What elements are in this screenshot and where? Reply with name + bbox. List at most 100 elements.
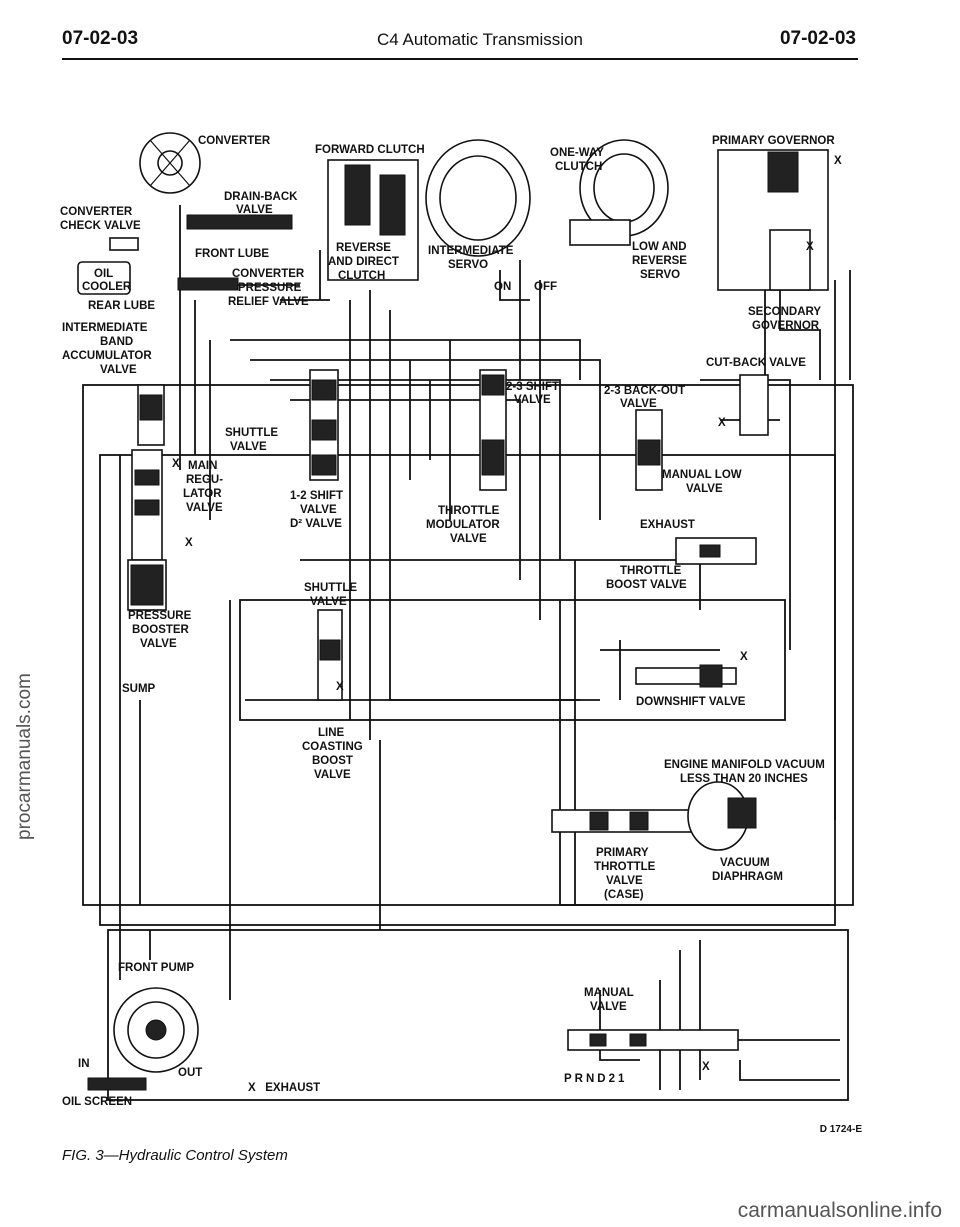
label-shift12-1: 1-2 SHIFT — [290, 490, 343, 502]
label-forward-clutch: FORWARD CLUTCH — [315, 144, 425, 156]
label-shuttle2-1: SHUTTLE — [304, 582, 357, 594]
manual-valve — [567, 1029, 739, 1051]
label-oil-screen: OIL SCREEN — [62, 1096, 132, 1108]
converter-pressure-relief-valve — [177, 277, 239, 291]
label-reverse-direct-1: REVERSE — [336, 242, 391, 254]
header-left-code: 07-02-03 — [62, 28, 139, 49]
header-right-code: 07-02-03 — [779, 28, 856, 49]
label-off: OFF — [534, 281, 557, 293]
converter — [139, 132, 201, 194]
label-sump: SUMP — [122, 683, 156, 695]
label-manual-valve-2: VALVE — [590, 1001, 627, 1013]
label-oil-cooler-2: COOLER — [82, 281, 132, 293]
bottom-watermark: carmanualsonline.info — [737, 1199, 942, 1222]
label-primary-throttle-4: (CASE) — [604, 889, 644, 901]
label-pressure-boost-2: BOOSTER — [132, 624, 190, 636]
label-primary-throttle-1: PRIMARY — [596, 847, 649, 859]
label-main-reg-2: REGU- — [186, 474, 223, 486]
vacuum-diaphragm — [687, 781, 757, 851]
label-secondary-gov-2: GOVERNOR — [752, 320, 820, 332]
diagram-labels: CONVERTER FORWARD CLUTCH ONE-WAY CLUTCH … — [60, 135, 842, 1108]
label-converter-check-2: CHECK VALVE — [60, 220, 141, 232]
label-throttle-mod-3: VALVE — [450, 533, 487, 545]
label-int-servo-2: SERVO — [448, 259, 488, 271]
label-converter: CONVERTER — [198, 135, 271, 147]
label-throttle-boost-1: THROTTLE — [620, 565, 682, 577]
exhaust-x-mark: X — [834, 155, 842, 167]
label-shift12-2: VALVE — [300, 504, 337, 516]
label-conv-pressure-3: RELIEF VALVE — [228, 296, 309, 308]
label-out: OUT — [178, 1067, 202, 1079]
label-shuttle-1: SHUTTLE — [225, 427, 278, 439]
label-conv-pressure-2: PRESSURE — [238, 282, 302, 294]
label-vac-diaphragm-2: DIAPHRAGM — [712, 871, 783, 883]
label-low-reverse-2: REVERSE — [632, 255, 687, 267]
label-primary-throttle-2: THROTTLE — [594, 861, 656, 873]
exhaust-x-mark: X — [806, 241, 814, 253]
label-on: ON — [494, 281, 511, 293]
exhaust-x-mark: X — [702, 1061, 710, 1073]
label-reverse-direct-3: CLUTCH — [338, 270, 385, 282]
label-line-coast-1: LINE — [318, 727, 345, 739]
label-pressure-boost-1: PRESSURE — [128, 610, 192, 622]
label-line-coast-2: COASTING — [302, 741, 363, 753]
downshift-valve — [635, 664, 737, 688]
oil-screen — [87, 1077, 147, 1091]
label-vacuum-1: ENGINE MANIFOLD VACUUM — [664, 759, 825, 771]
front-pump — [113, 987, 199, 1073]
label-shift12-3: D² VALVE — [290, 518, 342, 530]
oil-cooler — [77, 261, 131, 295]
label-exhaust-key: X EXHAUST — [248, 1082, 320, 1094]
label-reverse-direct-2: AND DIRECT — [328, 256, 399, 268]
label-primary-throttle-3: VALVE — [606, 875, 643, 887]
converter-check-valve — [109, 237, 139, 251]
pressure-booster-valve — [127, 559, 167, 611]
label-front-pump: FRONT PUMP — [118, 962, 194, 974]
shift-23-valve — [479, 369, 507, 491]
label-prnd21: PRND21 — [564, 1073, 627, 1085]
label-shift23-2: VALVE — [514, 394, 551, 406]
label-int-servo-1: INTERMEDIATE — [428, 245, 514, 257]
label-pressure-boost-3: VALVE — [140, 638, 177, 650]
label-line-coast-3: BOOST — [312, 755, 353, 767]
label-exhaust: EXHAUST — [640, 519, 695, 531]
backout-23-valve — [635, 374, 769, 491]
intermediate-servo — [425, 139, 531, 257]
label-converter-check-1: CONVERTER — [60, 206, 133, 218]
figure-caption: FIG. 3—Hydraulic Control System — [62, 1147, 288, 1164]
label-shift23-1: 2-3 SHIFT — [506, 381, 559, 393]
drain-back-valve — [186, 214, 293, 230]
label-line-coast-4: VALVE — [314, 769, 351, 781]
line-coasting-boost-valve — [317, 609, 343, 701]
label-throttle-mod-2: MODULATOR — [426, 519, 500, 531]
label-manual-valve-1: MANUAL — [584, 987, 634, 999]
label-cut-back: CUT-BACK VALVE — [706, 357, 806, 369]
label-manual-low-1: MANUAL LOW — [662, 469, 742, 481]
main-regulator-valve — [131, 449, 163, 561]
exhaust-x-mark: X — [172, 458, 180, 470]
label-int-band-2: BAND — [100, 336, 133, 348]
label-vacuum-2: LESS THAN 20 INCHES — [680, 773, 808, 785]
label-oil-cooler-1: OIL — [94, 268, 113, 280]
label-main-reg-4: VALVE — [186, 502, 223, 514]
throttle-boost-valve — [675, 537, 757, 565]
label-front-lube: FRONT LUBE — [195, 248, 269, 260]
label-manual-low-2: VALVE — [686, 483, 723, 495]
label-low-reverse-3: SERVO — [640, 269, 680, 281]
shift-12-valve — [309, 369, 339, 481]
label-one-way-1: ONE-WAY — [550, 147, 604, 159]
forward-clutch — [327, 159, 419, 281]
label-throttle-boost-2: BOOST VALVE — [606, 579, 687, 591]
label-main-reg-1: MAIN — [188, 460, 217, 472]
primary-throttle-valve — [551, 809, 693, 833]
exhaust-x-mark: X — [718, 417, 726, 429]
label-secondary-gov-1: SECONDARY — [748, 306, 821, 318]
exhaust-x-mark: X — [740, 651, 748, 663]
intermediate-band-accumulator-valve — [137, 384, 165, 446]
label-in: IN — [78, 1058, 90, 1070]
label-primary-governor: PRIMARY GOVERNOR — [712, 135, 835, 147]
label-shuttle-2: VALVE — [230, 441, 267, 453]
label-downshift: DOWNSHIFT VALVE — [636, 696, 746, 708]
label-throttle-mod-1: THROTTLE — [438, 505, 500, 517]
label-rear-lube: REAR LUBE — [88, 300, 155, 312]
